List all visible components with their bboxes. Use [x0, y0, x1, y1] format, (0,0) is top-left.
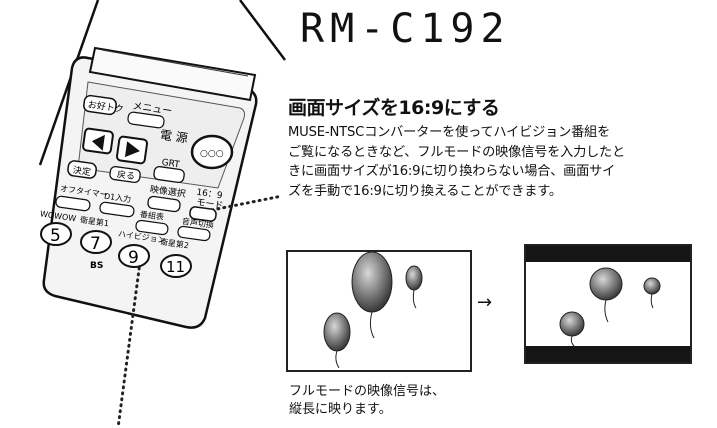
- model-number: RM-C192: [300, 6, 511, 52]
- button-7-label: 7: [90, 234, 101, 254]
- button-menu[interactable]: [127, 111, 165, 129]
- picture-caption: フルモードの映像信号は、 縦長に映ります。: [289, 383, 445, 419]
- dotted-guide-line-1: [210, 194, 284, 212]
- caption-line-1: フルモードの映像信号は、: [289, 384, 446, 399]
- caption-line-2: 縦長に映ります。: [289, 402, 392, 417]
- button-off-timer[interactable]: [55, 195, 91, 212]
- eiga2-label: 衛星第2: [159, 236, 189, 250]
- left-arrow-icon: [91, 134, 105, 151]
- d1-input-label: D1入力: [103, 191, 131, 205]
- button-7[interactable]: [80, 230, 112, 254]
- button-11[interactable]: [160, 254, 192, 278]
- large-balloon: [589, 267, 623, 301]
- arrow-icon: →: [477, 292, 493, 313]
- right-arrow-icon: [124, 141, 140, 158]
- bangumi-hyo-label: 番組表: [139, 209, 164, 222]
- button-modoru[interactable]: [109, 165, 141, 184]
- button-5-label: 5: [50, 226, 61, 246]
- body-line-3: きに画面サイズが16:9に切り換わらない場合、画面サイ: [288, 164, 616, 179]
- wide-mode-picture: [524, 244, 692, 364]
- power-dots: ○○○: [200, 149, 224, 159]
- ratio-label: 16：9: [196, 188, 224, 202]
- body-line-2: ご覧になるときなど、フルモードの映像信号を入力したと: [288, 144, 626, 160]
- remote-illustration: お好トク メニュー 電 源 ○○○ 決定 戻る GRT 映像選択 16：9 モー…: [38, 0, 286, 428]
- button-5[interactable]: [40, 222, 72, 246]
- letterbox-bottom-bar: [526, 346, 690, 362]
- button-eizo-sentaku[interactable]: [147, 195, 181, 213]
- medium-balloon: [559, 311, 585, 337]
- body-line-4: ズを手動で16:9に切り換えることができます。: [288, 183, 562, 199]
- power-button[interactable]: [190, 134, 234, 170]
- button-9-label: 9: [128, 248, 139, 268]
- medium-balloon: [323, 312, 351, 352]
- button-9[interactable]: [118, 244, 150, 268]
- button-16-9-mode[interactable]: [189, 206, 217, 222]
- bs-label: BS: [90, 261, 103, 271]
- power-label: 電 源: [159, 128, 189, 146]
- button-kettei[interactable]: [67, 160, 97, 179]
- small-balloon: [405, 265, 423, 291]
- button-modoru-label: 戻る: [116, 168, 136, 182]
- button-kettei-label: 決定: [72, 164, 92, 178]
- body-line-1: MUSE-NTSCコンバーターを使ってハイビジョン番組を: [288, 125, 611, 140]
- button-11-label: 11: [166, 258, 185, 276]
- button-d1-input[interactable]: [99, 201, 135, 218]
- onsei-kirikae-label: 音声切換: [181, 216, 214, 230]
- button-bangumi-hyo[interactable]: [135, 219, 169, 236]
- button-onsei-kirikae[interactable]: [177, 225, 211, 242]
- letterbox-top-bar: [526, 246, 690, 262]
- section-heading: 画面サイズを16:9にする: [288, 97, 500, 119]
- small-balloon: [643, 277, 661, 295]
- remote-edge-right: [239, 0, 286, 61]
- large-balloon: [351, 252, 393, 313]
- button-grt[interactable]: [153, 165, 185, 184]
- body-text: MUSE-NTSCコンバーターを使ってハイビジョン番組を ご覧になるときなど、フ…: [288, 123, 708, 201]
- button-grt-label: GRT: [161, 158, 181, 170]
- eiga1-label: 衛星第1: [79, 214, 109, 228]
- dotted-guide-line-2: [116, 260, 142, 428]
- button-otoku[interactable]: [83, 94, 117, 116]
- remote-top-panel: [88, 46, 257, 102]
- full-mode-picture: [286, 250, 472, 372]
